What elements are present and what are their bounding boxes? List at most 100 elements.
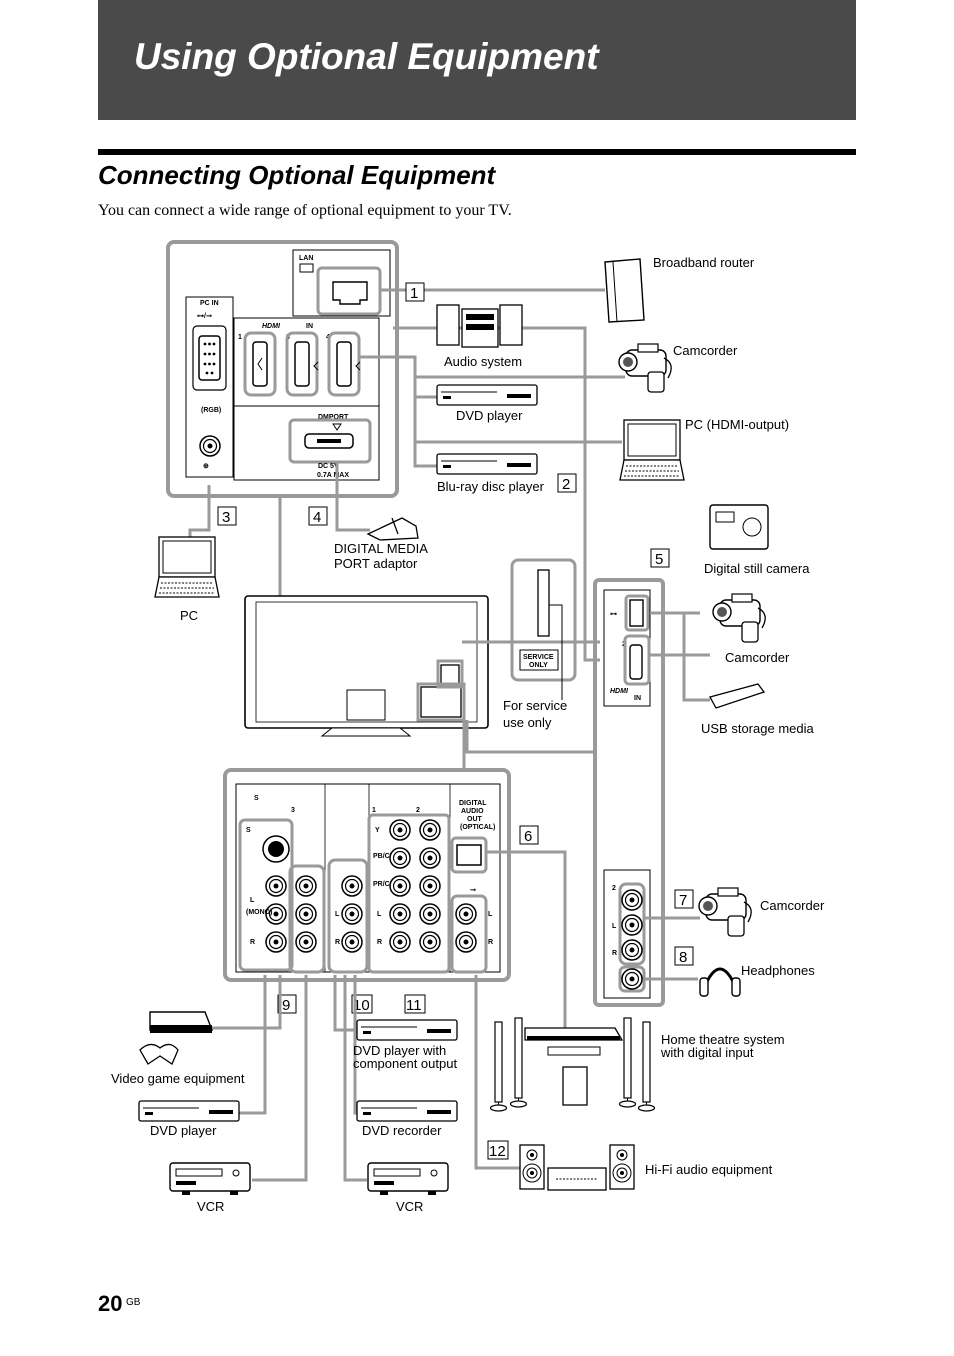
- dc-rating: DC 5V: [318, 463, 339, 470]
- audio-r-jack-1: [265, 931, 287, 953]
- dmport-adaptor-label-2: PORT adaptor: [334, 556, 418, 571]
- component-pb-jack-1: [389, 847, 411, 869]
- svg-text:⊸: ⊸: [470, 887, 476, 894]
- headphone-jack: [621, 968, 643, 990]
- video-in-jack-1: [265, 875, 287, 897]
- svg-text:L: L: [612, 923, 617, 930]
- svg-text:1: 1: [372, 807, 376, 814]
- audio-out-r-jack: [455, 931, 477, 953]
- hdmi-port-4: [327, 331, 361, 397]
- svg-text:HDMI: HDMI: [262, 323, 281, 330]
- service-port: SERVICE ONLY: [510, 558, 577, 700]
- svg-text:⊶/⊸: ⊶/⊸: [197, 313, 212, 320]
- svg-text:PR/CR: PR/CR: [373, 881, 395, 888]
- headphones: [699, 967, 741, 997]
- broadband-router-label: Broadband router: [653, 255, 755, 270]
- pc-hdmi-label: PC (HDMI-output): [685, 417, 789, 432]
- svg-text:R: R: [335, 939, 340, 946]
- intro-text: You can connect a wide range of optional…: [98, 202, 512, 219]
- svg-text:IN: IN: [634, 695, 641, 702]
- svg-text:⊕: ⊕: [203, 463, 209, 470]
- svg-text:L: L: [250, 897, 255, 904]
- svg-text:2: 2: [562, 476, 570, 493]
- camcorder-side: [712, 593, 766, 643]
- dmport-label: DMPORT: [318, 414, 349, 421]
- component-y-jack-2: [419, 819, 441, 841]
- svg-text:AUDIO: AUDIO: [461, 808, 484, 815]
- svg-text:R: R: [377, 939, 382, 946]
- headphones-label: Headphones: [741, 963, 815, 978]
- home-theatre-label-2: with digital input: [660, 1045, 754, 1060]
- component-l-jack-1: [389, 903, 411, 925]
- chapter-title: Using Optional Equipment: [134, 36, 599, 77]
- svg-text:L: L: [488, 911, 493, 918]
- pc-audio-jack: [199, 435, 221, 457]
- side-hdmi-port: [629, 644, 643, 680]
- callouts: 1 2 3 4 5 6 7 8 9 10 11 12: [217, 282, 694, 1160]
- side-connector-panel: ⊶ 2 HDMI IN 2 L R: [593, 578, 710, 1007]
- svg-text:DIGITAL: DIGITAL: [459, 800, 487, 807]
- component-r-jack-2: [419, 931, 441, 953]
- top-connector-panel: LAN PC IN ⊶/⊸ (RGB) ⊕ HDMI IN 1 3 4: [166, 240, 399, 498]
- svg-text:PB/CB: PB/CB: [373, 853, 395, 860]
- service-label-2: use only: [503, 715, 552, 730]
- pc-in-label: PC IN: [200, 300, 219, 307]
- usb-storage: [709, 683, 766, 709]
- monitor-audio-l-jack: [341, 903, 363, 925]
- svg-text:9: 9: [282, 997, 290, 1014]
- home-theatre-label-1: Home theatre system: [661, 1032, 785, 1047]
- svg-text:6: 6: [524, 828, 532, 845]
- svg-text:Y: Y: [375, 827, 380, 834]
- dmport-adaptor-label-1: DIGITAL MEDIA: [334, 541, 428, 556]
- hifi-label: Hi-Fi audio equipment: [645, 1162, 773, 1177]
- rgb-port: [198, 335, 221, 381]
- component-y-jack-1: [389, 819, 411, 841]
- vcr-right: [367, 1162, 449, 1196]
- dmport-adaptor: [366, 517, 419, 541]
- svg-text:7: 7: [679, 892, 687, 909]
- svg-text:HDMI: HDMI: [610, 688, 629, 695]
- svg-text:L: L: [377, 911, 382, 918]
- svg-text:R: R: [488, 939, 493, 946]
- digital-still-camera-label: Digital still camera: [704, 561, 810, 576]
- svg-text:3: 3: [222, 509, 230, 526]
- svg-text:(MONO): (MONO): [246, 909, 272, 916]
- camcorder-bottom: [698, 887, 752, 937]
- home-theatre-system: [489, 1017, 656, 1112]
- side-audio-r-jack: [621, 939, 643, 961]
- vcr-left-label: VCR: [197, 1199, 224, 1214]
- dc-max: 0.7A MAX: [317, 472, 349, 479]
- audio-l-jack-3: [295, 903, 317, 925]
- dvd-component-player: [356, 1019, 458, 1041]
- dvd-player-top: [436, 384, 538, 406]
- svg-text:(OPTICAL): (OPTICAL): [460, 824, 495, 831]
- bluray-label: Blu-ray disc player: [437, 479, 545, 494]
- svg-text:3: 3: [291, 807, 295, 814]
- component-r-jack-1: [389, 931, 411, 953]
- monitor-audio-r-jack: [341, 931, 363, 953]
- camcorder-bottom-label: Camcorder: [760, 898, 825, 913]
- section-rule: [98, 149, 856, 155]
- bluray-player: [436, 453, 538, 475]
- camcorder-side-label: Camcorder: [725, 650, 790, 665]
- component-pr-jack-2: [419, 875, 441, 897]
- section-title: Connecting Optional Equipment: [98, 160, 496, 190]
- svg-text:2: 2: [416, 807, 420, 814]
- svg-text:12: 12: [489, 1143, 506, 1160]
- svg-text:1: 1: [238, 334, 242, 341]
- dvd-player-top-label: DVD player: [456, 408, 523, 423]
- audio-system: [436, 304, 523, 348]
- audio-system-label: Audio system: [444, 354, 522, 369]
- svg-text:2: 2: [612, 885, 616, 892]
- usb-storage-label: USB storage media: [701, 721, 814, 736]
- vcr-right-label: VCR: [396, 1199, 423, 1214]
- svg-text:10: 10: [353, 997, 370, 1014]
- svg-text:4: 4: [313, 509, 321, 526]
- rgb-label: (RGB): [201, 407, 221, 414]
- hdmi-in-label: IN: [306, 323, 313, 330]
- pc: [154, 536, 220, 598]
- lan-label: LAN: [299, 255, 313, 262]
- optical-port: [456, 844, 482, 866]
- svg-text:R: R: [612, 950, 617, 957]
